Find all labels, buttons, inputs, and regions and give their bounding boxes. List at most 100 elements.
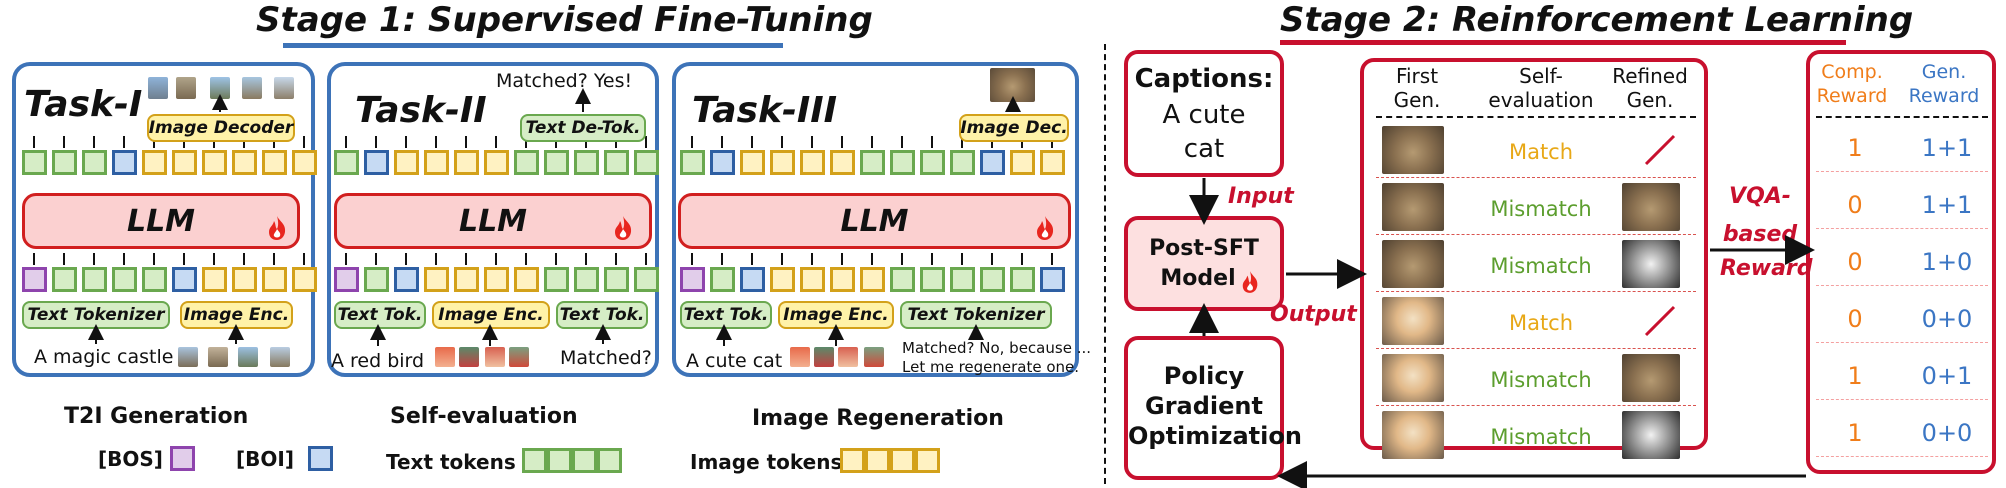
task-2-output-img-token xyxy=(424,150,449,175)
task-3-text-tokenizer-2-label: Text Tokenizer xyxy=(907,305,1045,325)
task-2-text-detokenizer-label: Text De-Tok. xyxy=(525,118,641,138)
refined-cat-image xyxy=(1622,183,1680,231)
legend-image-tokens-label: Image tokens xyxy=(690,450,843,474)
task-3-input-img-token xyxy=(830,267,855,292)
arrow xyxy=(525,136,527,148)
task-1-text-tokenizer-label: Text Tokenizer xyxy=(27,305,165,325)
task-2-output-text-token xyxy=(604,150,629,175)
castle-thumbnail xyxy=(176,77,196,99)
arrow xyxy=(93,253,95,265)
task-1-llm-block: LLM xyxy=(22,193,300,249)
task-3-output-boi-token xyxy=(710,150,735,175)
stage1-title: Stage 1: Supervised Fine-Tuning xyxy=(256,0,873,40)
task-3-input-text-token xyxy=(950,267,975,292)
text-token xyxy=(522,448,547,473)
task-2-output: Matched? Yes! xyxy=(496,70,633,92)
arrow xyxy=(33,253,35,265)
arrow xyxy=(991,253,993,265)
task-1-input-boi-token xyxy=(172,267,197,292)
task-1-llm-label: LLM xyxy=(126,203,196,239)
task-2-prompt: A red bird xyxy=(331,350,425,372)
header-gen-line2: Reward xyxy=(1908,85,1980,107)
arrow xyxy=(751,253,753,265)
stage2-arrows xyxy=(1189,178,1815,488)
captions-box: Captions: A cute cat xyxy=(1124,50,1284,177)
comp-reward-value: 1 xyxy=(1847,419,1863,447)
arrow xyxy=(153,253,155,265)
policy-line2: Gradient xyxy=(1145,392,1263,420)
task-3-output-img-token xyxy=(740,150,765,175)
task-3-input-text-token xyxy=(1010,267,1035,292)
self-eval-result: Match xyxy=(1508,311,1574,335)
comp-reward-value: 0 xyxy=(1847,191,1863,219)
task-1-input-bos-token xyxy=(22,267,47,292)
task-2-input-images xyxy=(433,345,553,369)
arrow xyxy=(901,136,903,148)
policy-line3: Optimization xyxy=(1128,422,1302,450)
arrow xyxy=(871,136,873,148)
task-3-input-text-token xyxy=(710,267,735,292)
task-1-image-decoder: Image Decoder xyxy=(147,114,295,142)
castle-thumbnail xyxy=(210,77,230,99)
arrow xyxy=(465,253,467,265)
legend-boi-label: [BOI] xyxy=(236,447,294,471)
task-1-text-tokenizer: Text Tokenizer xyxy=(22,301,170,329)
task-3-image-decoder: Image Dec. xyxy=(959,114,1069,142)
header-comp-reward: Comp.Reward xyxy=(1812,60,1892,108)
task-1-output-images xyxy=(148,77,298,99)
reward-row-separator xyxy=(1816,285,1988,286)
fire-icon xyxy=(1242,271,1258,293)
bird-thumbnail xyxy=(838,347,858,367)
comp-reward-value: 0 xyxy=(1847,305,1863,333)
arrow xyxy=(273,253,275,265)
task-1-title: Task-I xyxy=(24,84,143,125)
arrow xyxy=(811,136,813,148)
header-gen-reward: Gen.Reward xyxy=(1904,60,1984,108)
arrow xyxy=(991,136,993,148)
no-refinement-slash-icon xyxy=(1644,305,1676,337)
arrow xyxy=(63,136,65,148)
task-1-output-boi-token xyxy=(112,150,137,175)
comp-reward-value: 1 xyxy=(1847,134,1863,162)
task-3-image-decoder-label: Image Dec. xyxy=(960,118,1068,138)
task-3-output-img-token xyxy=(830,150,855,175)
post-sft-model-box: Post-SFT Model xyxy=(1124,216,1284,311)
arrow xyxy=(63,253,65,265)
image-token xyxy=(865,448,890,473)
task-2-input-img-token xyxy=(454,267,479,292)
legend-self-evaluation: Self-evaluation xyxy=(390,404,578,429)
text-token xyxy=(597,448,622,473)
castle-thumbnail xyxy=(178,347,198,367)
task-3-input-bos-token xyxy=(680,267,705,292)
bird-thumbnail xyxy=(864,347,884,367)
castle-thumbnail xyxy=(270,347,290,367)
task-1-output-text-token xyxy=(52,150,77,175)
arrow xyxy=(961,253,963,265)
task-3-output-text-token xyxy=(680,150,705,175)
arrow xyxy=(1021,253,1023,265)
vqa-label-line1: VQA- xyxy=(1729,184,1791,209)
legend-image-tokens-swatch xyxy=(840,448,960,474)
model-label-line2: Model xyxy=(1160,266,1236,291)
policy-gradient-box: Policy Gradient Optimization xyxy=(1124,336,1302,480)
bird-thumbnail xyxy=(459,347,479,367)
arrow xyxy=(495,136,497,148)
vqa-label-line2: based xyxy=(1722,222,1798,247)
image-token xyxy=(840,448,865,473)
task-2-text-tokenizer-label: Text Tok. xyxy=(337,305,423,325)
header-self-eval-line1: Self- xyxy=(1519,64,1563,88)
gen-reward-value: 0+0 xyxy=(1921,305,1973,333)
task-1-input-text-token xyxy=(142,267,167,292)
task-3-llm-label: LLM xyxy=(840,203,909,239)
task-3-feedback-line2: Let me regenerate one. xyxy=(902,358,1080,376)
refined-husky-image xyxy=(1622,240,1680,288)
arrow xyxy=(273,136,275,148)
header-comp-line2: Reward xyxy=(1816,85,1888,107)
task-2-input-text-token xyxy=(604,267,629,292)
refined-cat-image xyxy=(1622,354,1680,402)
castle-thumbnail xyxy=(242,77,262,99)
task-1-output-text-token xyxy=(82,150,107,175)
task-2-text-detokenizer: Text De-Tok. xyxy=(520,114,646,142)
task-2-question: Matched? xyxy=(560,347,652,369)
task-1-input-text-token xyxy=(52,267,77,292)
